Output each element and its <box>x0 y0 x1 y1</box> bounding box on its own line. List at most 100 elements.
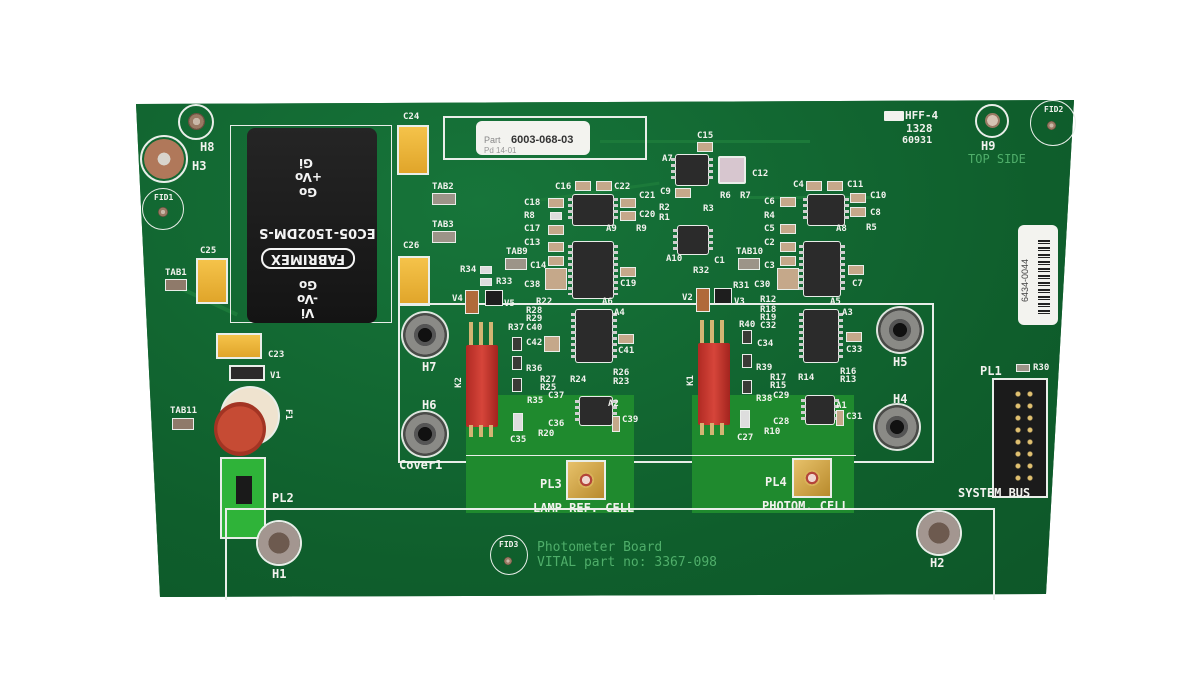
label-a9: A9 <box>606 224 617 234</box>
dcdc-converter-module: Gi +Vo Go EC05-1502DM-S FABRIMEX Go -Vo … <box>247 128 377 323</box>
label-r8: R8 <box>524 211 535 221</box>
capacitor-c31 <box>836 410 844 426</box>
dcdc-pin-go-top: Go <box>299 185 318 199</box>
hole-h9-ring <box>975 104 1009 138</box>
connector-pl3-sma[interactable] <box>566 460 606 500</box>
resistor-r30 <box>1016 364 1030 372</box>
capacitor-c7 <box>848 265 864 275</box>
capacitor-c39 <box>612 416 620 432</box>
label-v5: V5 <box>504 299 515 309</box>
part-number: 6003-068-03 <box>511 134 574 146</box>
hole-h3-pad <box>144 139 184 179</box>
capacitor-c8 <box>850 207 866 217</box>
capacitor-c41 <box>618 334 634 344</box>
mount-hole-h7 <box>403 313 447 357</box>
diode-v2 <box>696 288 710 312</box>
label-a8: A8 <box>836 224 847 234</box>
label-r37: R37 <box>508 323 525 333</box>
label-r10: R10 <box>764 427 781 437</box>
ic-a4 <box>571 310 617 362</box>
label-c7: C7 <box>852 279 863 289</box>
label-tab9: TAB9 <box>506 247 528 257</box>
label-c10: C10 <box>870 191 887 201</box>
testpoint-tab9 <box>505 258 527 270</box>
diode-v4 <box>465 290 479 314</box>
capacitor-c19 <box>620 267 636 277</box>
label-r7: R7 <box>740 191 751 201</box>
label-a3: A3 <box>842 308 853 318</box>
label-tab10: TAB10 <box>736 247 764 257</box>
part-label-outline <box>443 116 647 160</box>
label-c36: C36 <box>548 419 565 429</box>
connector-pl1-pins <box>1012 388 1038 486</box>
bottom-section-outline <box>225 508 995 600</box>
label-c15: C15 <box>697 131 714 141</box>
label-r23: R23 <box>613 377 630 387</box>
mount-hole-h1 <box>258 522 300 564</box>
label-a1: A1 <box>836 401 847 411</box>
resistor-r39 <box>742 354 752 368</box>
label-v2: V2 <box>682 293 693 303</box>
board-title-line2: VITAL part no: 3367-098 <box>537 555 718 570</box>
transistor-v3 <box>714 288 732 304</box>
label-c34: C34 <box>757 339 774 349</box>
resistor-r40 <box>742 330 752 344</box>
connector-label-pl4: PL4 <box>765 475 787 489</box>
board-title-line1: Photometer Board <box>537 540 663 555</box>
capacitor-c6 <box>780 197 796 207</box>
manufacturer-mark-line2: 1328 <box>906 122 933 135</box>
capacitor-c27 <box>740 410 750 428</box>
label-c24: C24 <box>403 112 420 122</box>
label-r24: R24 <box>570 375 587 385</box>
label-c20: C20 <box>639 210 656 220</box>
ic-a5 <box>799 242 845 296</box>
connector-pl4-sma[interactable] <box>792 458 832 498</box>
ic-a8 <box>803 195 849 225</box>
dcdc-model: EC05-1502DM-S <box>259 225 376 240</box>
connector-pl2-slot <box>236 476 252 504</box>
label-r34: R34 <box>460 265 477 275</box>
testpoint-tab2 <box>432 193 456 205</box>
hole-h3-ring <box>140 135 188 183</box>
label-c6: C6 <box>764 197 775 207</box>
label-c16: C16 <box>555 182 572 192</box>
testpoint-tab11 <box>172 418 194 430</box>
label-r38: R38 <box>756 394 773 404</box>
relay-k1-legs-bottom <box>700 423 726 435</box>
label-v3: V3 <box>734 297 745 307</box>
dcdc-brand-logo: FABRIMEX <box>261 248 356 269</box>
capacitor-c9 <box>675 188 691 198</box>
label-r40: R40 <box>739 320 756 330</box>
capacitor-c23 <box>216 333 262 359</box>
capacitor-c21 <box>620 198 636 208</box>
hole-h8-pad <box>188 113 205 130</box>
resistor-r36 <box>512 356 522 370</box>
label-c2: C2 <box>764 238 775 248</box>
dcdc-pin-plus-vo: +Vo <box>295 170 322 184</box>
label-c29: C29 <box>773 391 790 401</box>
label-r14: R14 <box>798 373 815 383</box>
label-r31: R31 <box>733 281 750 291</box>
diode-v1 <box>229 365 265 381</box>
hole-label-h9: H9 <box>981 139 996 153</box>
dcdc-pin-go-bottom: Go <box>299 278 318 292</box>
relay-k1-legs <box>700 320 726 346</box>
label-k2: K2 <box>453 377 464 388</box>
hole-label-h3: H3 <box>192 159 207 173</box>
label-c31: C31 <box>846 412 863 422</box>
hole-label-h6: H6 <box>422 398 437 412</box>
capacitor-c16 <box>575 181 591 191</box>
label-c17: C17 <box>524 224 541 234</box>
label-a5: A5 <box>830 297 841 307</box>
label-c35: C35 <box>510 435 527 445</box>
capacitor-c18 <box>548 198 564 208</box>
capacitor-c13 <box>548 242 564 252</box>
ul-recognition-icon <box>884 111 904 121</box>
side-label: TOP SIDE <box>968 152 1026 166</box>
label-r2: R2 <box>659 203 670 213</box>
label-r17: R17 <box>770 373 787 383</box>
label-c41: C41 <box>618 346 635 356</box>
label-r33: R33 <box>496 277 513 287</box>
hole-label-h5: H5 <box>893 355 908 369</box>
capacitor-c33 <box>846 332 862 342</box>
